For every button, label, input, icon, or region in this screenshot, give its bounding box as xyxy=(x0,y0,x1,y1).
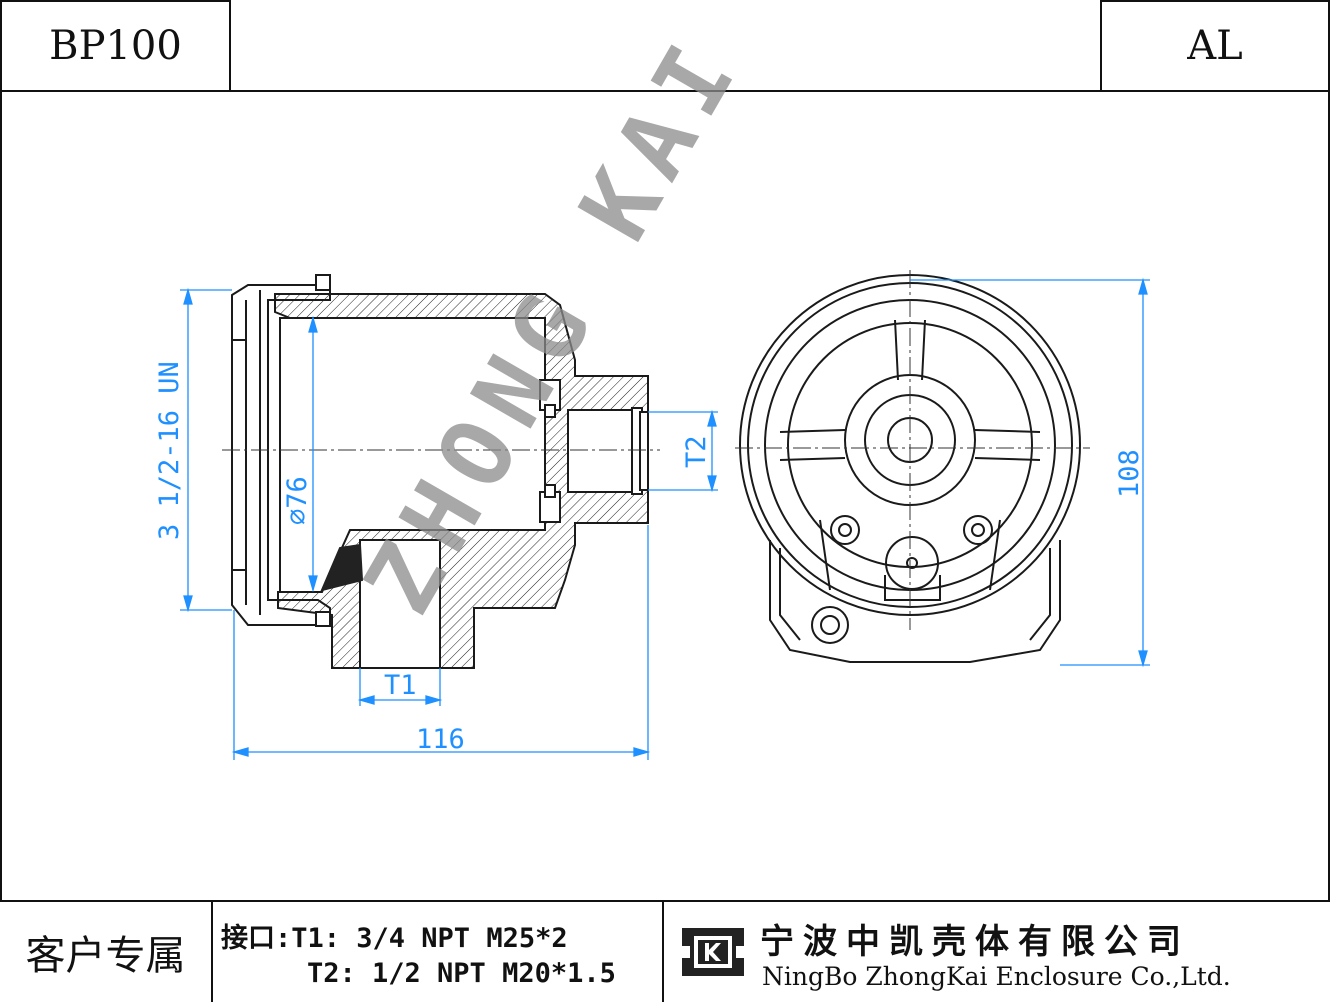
company-block: 宁波中凯壳体有限公司 NingBo ZhongKai Enclosure Co.… xyxy=(664,902,1330,1002)
material-code: AL xyxy=(1100,0,1330,92)
customer-exclusive-label: 客户专属 xyxy=(0,902,213,1002)
port-t1-label: T1 xyxy=(384,670,417,701)
dimension-lines xyxy=(180,277,1150,760)
side-section-view xyxy=(231,274,649,669)
height-dimension-label: 108 xyxy=(1114,449,1145,498)
technical-drawing: 3 1/2-16 UN ⌀76 T2 T1 116 108 ZHONG KAI xyxy=(0,16,1330,900)
title-block: 客户专属 接口:T1: 3/4 NPT M25*2 T2: 1/2 NPT M2… xyxy=(0,900,1330,1002)
model-number: BP100 xyxy=(0,0,231,92)
port-t2-label: T2 xyxy=(681,435,712,468)
length-dimension-label: 116 xyxy=(416,724,465,755)
company-name-chinese: 宁波中凯壳体有限公司 xyxy=(760,922,1190,962)
port-spec: 接口:T1: 3/4 NPT M25*2 T2: 1/2 NPT M20*1.5 xyxy=(213,902,664,1002)
company-name-english: NingBo ZhongKai Enclosure Co.,Ltd. xyxy=(762,962,1231,991)
zhongkai-logo-icon xyxy=(680,928,746,976)
thread-dimension-label: 3 1/2-16 UN xyxy=(154,361,185,540)
port-spec-line-2: T2: 1/2 NPT M20*1.5 xyxy=(307,958,616,989)
inner-diameter-label: ⌀76 xyxy=(282,476,313,525)
port-spec-line-1: 接口:T1: 3/4 NPT M25*2 xyxy=(221,923,568,954)
